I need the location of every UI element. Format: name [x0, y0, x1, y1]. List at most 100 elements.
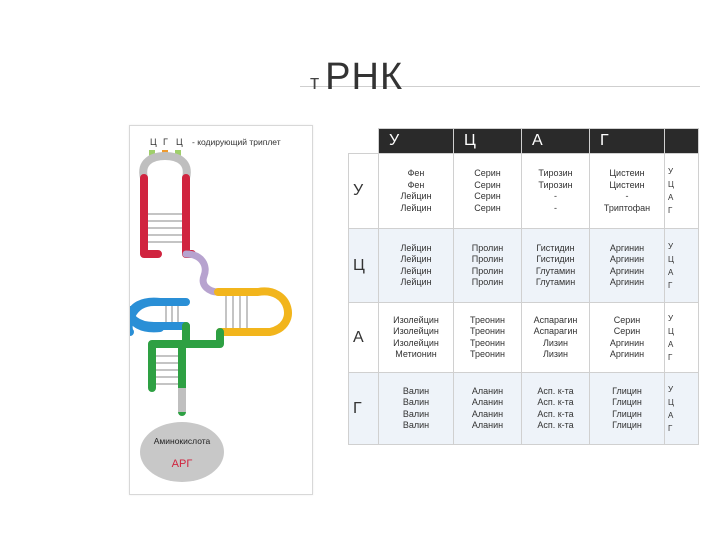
- amino-acid-entry: Изолейцин: [379, 326, 453, 338]
- third-base-letter: Ц: [668, 396, 698, 409]
- amino-acid-entry: Фен: [379, 168, 453, 180]
- table-cell: АланинАланинАланинАланин: [454, 373, 522, 445]
- amino-acid-entry: Глицин: [590, 420, 664, 432]
- amino-acid-entry: Цистеин: [590, 180, 664, 192]
- amino-acid-entry: Валин: [379, 397, 453, 409]
- amino-acid-entry: Аргинин: [590, 243, 664, 255]
- amino-acid-entry: Аланин: [454, 409, 521, 421]
- row-header: А: [349, 303, 379, 373]
- table-header-row: У Ц А Г: [349, 129, 699, 154]
- title-main: РНК: [325, 56, 403, 99]
- third-base-letter: У: [668, 165, 698, 178]
- red-stem-pairs: [148, 214, 182, 242]
- amino-acid-entry: Валин: [379, 409, 453, 421]
- amino-acid-entry: Серин: [590, 315, 664, 327]
- amino-acid-entry: Лейцин: [379, 254, 453, 266]
- amino-acid-entry: Метионин: [379, 349, 453, 361]
- amino-acid-entry: Тирозин: [522, 168, 589, 180]
- amino-acid-entry: Гистидин: [522, 254, 589, 266]
- amino-acid-entry: Аргинин: [590, 338, 664, 350]
- yellow-arm-pairs: [226, 296, 247, 328]
- amino-acid-entry: Пролин: [454, 277, 521, 289]
- anticodon-letter-2: Г: [163, 137, 168, 147]
- amino-acid-entry: Глицин: [590, 397, 664, 409]
- amino-acid-entry: Асп. к-та: [522, 409, 589, 421]
- row-header: У: [349, 154, 379, 229]
- amino-acid-entry: Аргинин: [590, 266, 664, 278]
- amino-acid-entry: Треонин: [454, 326, 521, 338]
- amino-acid-entry: Гистидин: [522, 243, 589, 255]
- amino-acid-entry: Аланин: [454, 420, 521, 432]
- third-base-letter: А: [668, 191, 698, 204]
- col-header-g: Г: [590, 129, 665, 154]
- third-base-letter: Г: [668, 204, 698, 217]
- yellow-arm: [218, 291, 288, 332]
- anticodon-loop: [143, 156, 187, 178]
- variable-loop: [186, 254, 218, 292]
- anticodon-note: - кодирующий триплет: [192, 137, 281, 147]
- amino-acid-ellipse: [140, 422, 224, 482]
- third-base-letter: А: [668, 266, 698, 279]
- table-cell: ЦистеинЦистеин-Триптофан: [590, 154, 665, 229]
- amino-acid-entry: Пролин: [454, 266, 521, 278]
- amino-acid-entry: Треонин: [454, 349, 521, 361]
- header-corner: [349, 129, 379, 154]
- amino-acid-code: АРГ: [172, 458, 193, 470]
- trna-diagram: Ц Г Ц - кодирующий триплет: [129, 125, 313, 495]
- amino-acid-entry: Аланин: [454, 386, 521, 398]
- title-prefix: т: [310, 72, 319, 95]
- red-stem: [144, 178, 158, 254]
- amino-acid-entry: Лейцин: [379, 243, 453, 255]
- amino-acid-label: Аминокислота: [154, 436, 211, 446]
- amino-acid-entry: Пролин: [454, 254, 521, 266]
- anticodon-letter-3: Ц: [176, 137, 183, 147]
- third-base-letter: Ц: [668, 253, 698, 266]
- col-header-third: [665, 129, 699, 154]
- amino-acid-entry: Аспарагин: [522, 326, 589, 338]
- table-row: АИзолейцинИзолейцинИзолейцинМетионинТрео…: [349, 303, 699, 373]
- third-base-letter: А: [668, 409, 698, 422]
- amino-acid-entry: Треонин: [454, 315, 521, 327]
- amino-acid-entry: Треонин: [454, 338, 521, 350]
- amino-acid-entry: Лейцин: [379, 277, 453, 289]
- amino-acid-entry: Аргинин: [590, 254, 664, 266]
- amino-acid-entry: Серин: [590, 326, 664, 338]
- amino-acid-entry: Лейцин: [379, 266, 453, 278]
- row-header: Г: [349, 373, 379, 445]
- red-stem-right: [186, 178, 192, 254]
- amino-acid-entry: Цистеин: [590, 168, 664, 180]
- trna-cloverleaf: Ц Г Ц - кодирующий триплет: [130, 126, 312, 494]
- third-base-letter: Г: [668, 279, 698, 292]
- title-text: т РНК: [310, 56, 403, 99]
- third-base-letter: Ц: [668, 178, 698, 191]
- amino-acid-entry: Лизин: [522, 338, 589, 350]
- row-header: Ц: [349, 229, 379, 303]
- table-cell: ГистидинГистидинГлутаминГлутамин: [522, 229, 590, 303]
- amino-acid-entry: Валин: [379, 386, 453, 398]
- amino-acid-entry: Асп. к-та: [522, 420, 589, 432]
- amino-acid-entry: Асп. к-та: [522, 386, 589, 398]
- amino-acid-entry: Аргинин: [590, 349, 664, 361]
- green-stem-tail: [178, 388, 186, 412]
- amino-acid-entry: Глутамин: [522, 266, 589, 278]
- amino-acid-entry: Фен: [379, 180, 453, 192]
- slide-title: т РНК: [300, 52, 700, 100]
- blue-arm-pairs: [166, 306, 178, 322]
- amino-acid-entry: Серин: [454, 180, 521, 192]
- amino-acid-entry: Серин: [454, 203, 521, 215]
- amino-acid-entry: Лизин: [522, 349, 589, 361]
- third-base-letter: Г: [668, 351, 698, 364]
- amino-acid-entry: Серин: [454, 191, 521, 203]
